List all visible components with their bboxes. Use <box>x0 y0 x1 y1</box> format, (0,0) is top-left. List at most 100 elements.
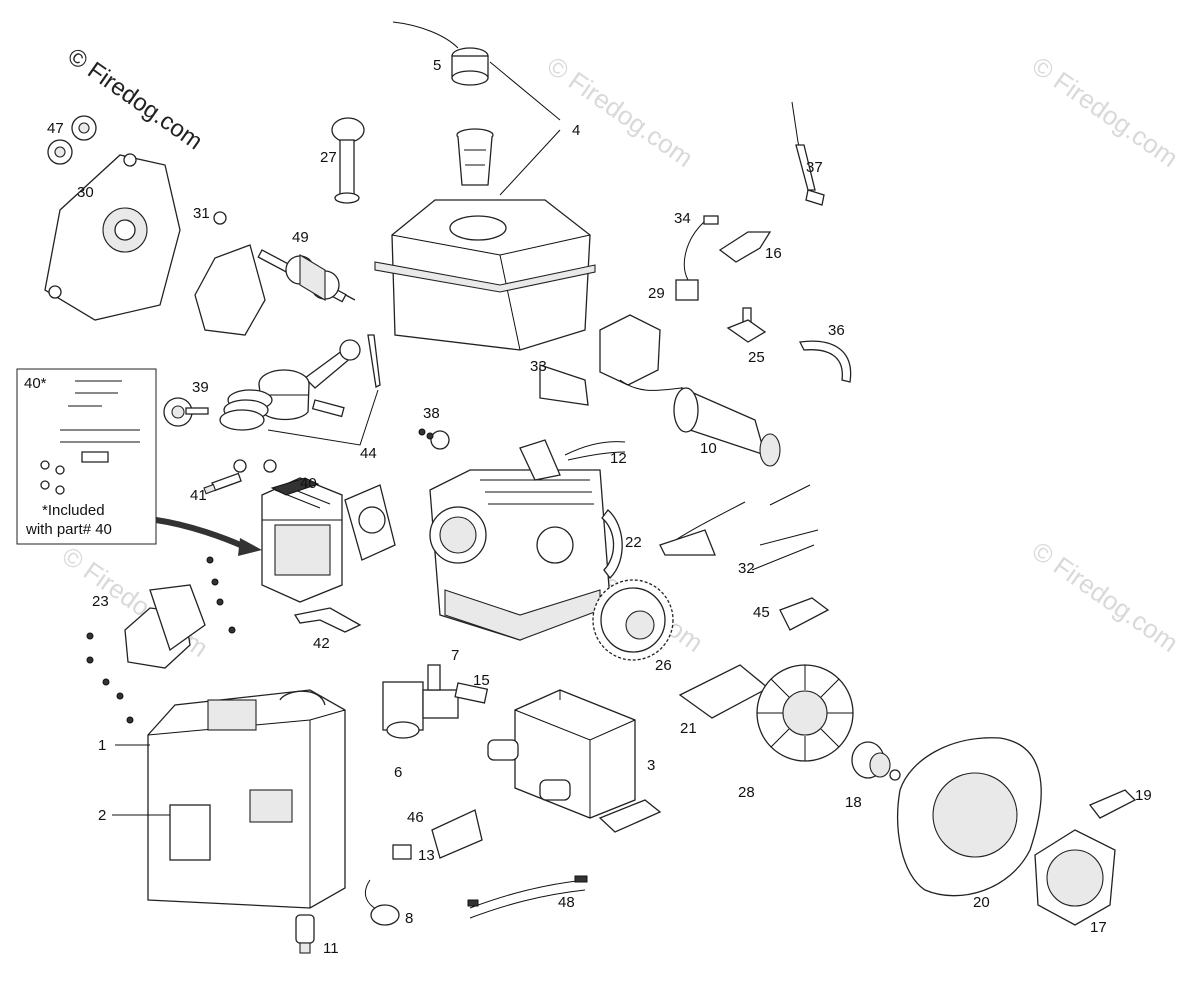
drain-plug <box>213 211 227 225</box>
piston-pin <box>311 399 345 418</box>
camshaft-gear <box>163 397 209 427</box>
callout-40: 40 <box>300 475 317 492</box>
callout-47: 47 <box>47 120 64 137</box>
crankcase-cover <box>44 153 181 321</box>
ignition-switch-29 <box>675 215 719 301</box>
switch-13 <box>392 844 412 860</box>
blower-housing <box>897 737 1042 897</box>
muffler <box>487 689 636 819</box>
bearing-47 <box>47 115 97 165</box>
fuel-valve <box>295 914 315 954</box>
callout-12: 12 <box>610 450 627 467</box>
watermark: © Firedog.com <box>1027 50 1180 173</box>
inset-arrow <box>155 517 262 556</box>
callout-20: 20 <box>973 894 990 911</box>
bracket-42 <box>293 607 362 633</box>
valve-cover <box>124 584 206 669</box>
valve-ring <box>263 459 277 473</box>
callout-1: 1 <box>98 737 106 754</box>
cover-21 <box>678 664 770 719</box>
callout-38: 38 <box>423 405 440 422</box>
oil-dipper <box>367 334 381 388</box>
callout-16: 16 <box>765 245 782 262</box>
callout-11: 11 <box>323 940 339 957</box>
callout-8: 8 <box>405 910 413 927</box>
fuel-cap <box>392 21 489 86</box>
knob-8 <box>365 879 400 926</box>
watermark: © Firedog.com <box>1027 535 1180 658</box>
callout-42: 42 <box>313 635 330 652</box>
oil-dipstick <box>331 117 365 204</box>
governor-gear <box>418 428 450 450</box>
callout-17: 17 <box>1090 919 1107 936</box>
callout-46: 46 <box>407 809 424 826</box>
flywheel-gear <box>592 579 674 661</box>
cooling-fan <box>756 664 854 762</box>
callout-29: 29 <box>648 285 665 302</box>
callout-7: 7 <box>451 647 459 664</box>
callout-4: 4 <box>572 122 580 139</box>
inset-title: 40* <box>24 375 47 392</box>
throttle-lever <box>718 231 772 263</box>
callout-15: 15 <box>473 672 490 689</box>
callout-3: 3 <box>647 757 655 774</box>
callout-45: 45 <box>753 604 770 621</box>
valve-ring <box>233 459 247 473</box>
callout-27: 27 <box>320 149 337 166</box>
watermark: © Firedog.com <box>542 50 699 173</box>
callout-19: 19 <box>1135 787 1152 804</box>
crankshaft <box>257 249 356 303</box>
gasket-15 <box>454 682 489 704</box>
wire-set-48 <box>467 875 588 919</box>
callout-23: 23 <box>92 593 109 610</box>
cylinder-head <box>261 477 343 603</box>
engine-enclosure <box>147 689 346 909</box>
bracket-45 <box>779 597 830 631</box>
callout-33: 33 <box>530 358 547 375</box>
callout-2: 2 <box>98 807 106 824</box>
callout-13: 13 <box>418 847 435 864</box>
callout-37: 37 <box>806 159 823 176</box>
callout-32: 32 <box>738 560 755 577</box>
head-gasket-bore <box>358 506 386 534</box>
inset-box: 40* *Included with part# 40 <box>16 368 157 545</box>
engine-block <box>429 439 611 641</box>
callout-39: 39 <box>192 379 209 396</box>
starter-cup <box>851 741 901 781</box>
electric-starter <box>673 386 781 467</box>
inset-note-line2: with part# 40 <box>25 521 112 538</box>
recoil-starter <box>1034 829 1116 926</box>
callout-36: 36 <box>828 322 845 339</box>
piston-rings <box>219 389 273 431</box>
bolts-left <box>86 556 236 724</box>
spark-plug <box>203 472 242 495</box>
control-knob-25 <box>726 307 767 343</box>
crankcase-gasket <box>194 244 266 336</box>
callout-21: 21 <box>680 720 697 737</box>
callout-10: 10 <box>700 440 717 457</box>
lever-36 <box>799 340 852 383</box>
fuel-tank <box>374 199 596 351</box>
choke-rod <box>791 101 825 206</box>
callout-48: 48 <box>558 894 575 911</box>
callout-49: 49 <box>292 229 309 246</box>
callout-22: 22 <box>625 534 642 551</box>
callout-26: 26 <box>655 657 672 674</box>
callout-30: 30 <box>77 184 94 201</box>
carburetor <box>382 664 459 739</box>
callout-44: 44 <box>360 445 377 462</box>
heat-shield-46 <box>431 809 483 859</box>
wire-harness-12 <box>564 441 626 461</box>
air-guide-22 <box>601 509 623 579</box>
callout-25: 25 <box>748 349 765 366</box>
callout-31: 31 <box>193 205 210 222</box>
starter-relay <box>599 314 683 391</box>
piston <box>258 369 310 421</box>
callout-34: 34 <box>674 210 691 227</box>
callout-6: 6 <box>394 764 402 781</box>
plate-33 <box>539 364 589 406</box>
leader-lines <box>112 61 561 816</box>
callout-41: 41 <box>190 487 207 504</box>
callout-5: 5 <box>433 57 441 74</box>
